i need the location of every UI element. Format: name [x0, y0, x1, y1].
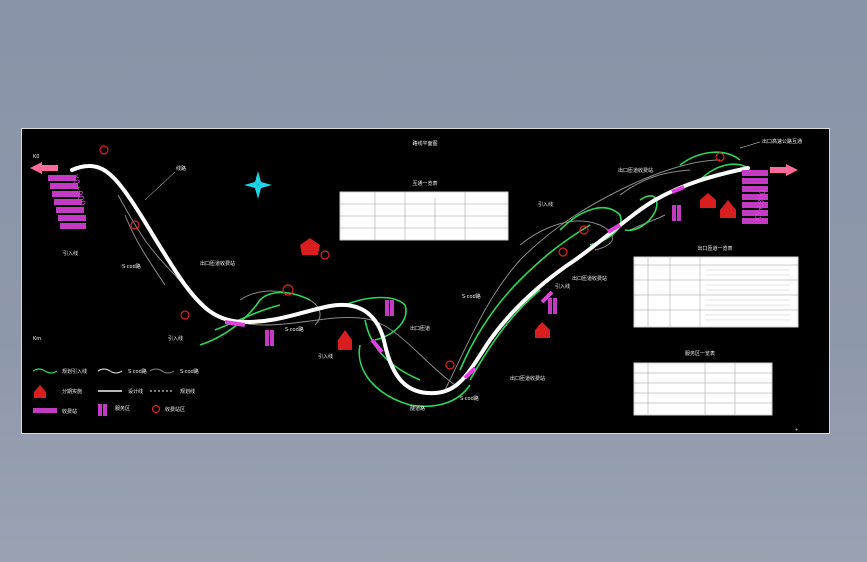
- bridge-label-3: 引入线: [318, 353, 333, 360]
- legend-swatch-1: [32, 368, 58, 374]
- compass-rose-icon: [244, 171, 272, 199]
- exit-ramp-table: 出口匝道一览表: [633, 245, 799, 328]
- end-building-block: [742, 170, 768, 224]
- start-arrow-label: K0: [33, 154, 39, 160]
- service-area-table: 服务区一览表: [633, 350, 773, 416]
- tollgate-icons: [300, 193, 736, 350]
- road-label-1-leader: [144, 171, 176, 201]
- start-building-block: [48, 175, 86, 229]
- legend-swatch-7: [33, 408, 57, 413]
- side-road-label-a: S·cod路: [122, 263, 141, 270]
- scale-label: Km: [33, 336, 41, 342]
- location-marker-icons: [99, 145, 725, 370]
- interchange-table: 互通一览表: [339, 180, 509, 241]
- legend-item-8: 服务区: [115, 405, 130, 412]
- building-icon: [98, 404, 107, 416]
- legend-item-2: S·cod路: [128, 368, 147, 375]
- cursor-mark: +: [795, 427, 798, 432]
- legend-item-4: 分期实施: [62, 388, 82, 395]
- interchange-label-3: 出口匝道收费站: [510, 375, 545, 382]
- legend-swatch-3: [149, 368, 175, 374]
- building-icons: [265, 205, 681, 346]
- start-arrow: [30, 162, 58, 174]
- interchange-label-2: 出口匝道: [410, 325, 430, 332]
- end-arrow: [770, 164, 798, 176]
- interchange-label-1: 出口匝道收费站: [200, 260, 235, 267]
- drawing-title: 路线平面图: [412, 140, 437, 147]
- legend-item-5: 设计线: [128, 388, 143, 395]
- legend-swatch-2: [97, 368, 123, 374]
- legend-item-7: 收费站: [62, 408, 77, 415]
- legend-item-9: 收费站区: [165, 406, 185, 413]
- table2-title: 出口匝道一览表: [697, 245, 732, 252]
- bridge-label-1: 引入线: [63, 250, 78, 257]
- bottom-road-label: 隧道路: [410, 405, 425, 412]
- bridge-label-2: 引入线: [168, 335, 183, 342]
- legend-item-6: 规划线: [180, 388, 195, 395]
- table3-title: 服务区一览表: [685, 350, 715, 357]
- interchange-label-5: 出口匝道收费站: [618, 167, 653, 174]
- top-right-junction-label: 出口高速公路互通: [762, 138, 802, 145]
- junction-leader: [739, 141, 761, 149]
- bridge-label-4: 引入线: [555, 283, 570, 290]
- bridge-label-5: 引入线: [538, 201, 553, 208]
- green-ramp-lines: [199, 151, 749, 408]
- legend: 规划引入线 S·cod路 S·cod路 分期实施 设计线 规划线 收费站 服务区…: [32, 368, 199, 416]
- grey-alternative-lines: [117, 159, 721, 391]
- location-marker-icon: [151, 404, 161, 414]
- staged-segments: [224, 185, 685, 380]
- legend-item-1: 规划引入线: [62, 368, 87, 375]
- table1-title: 互通一览表: [412, 180, 437, 187]
- main-road-line: [70, 164, 750, 396]
- interchange-label-4: 出口匝道收费站: [572, 275, 607, 282]
- tollgate-icon: [34, 385, 46, 398]
- side-road-label-d: S·cod路: [460, 395, 479, 402]
- side-road-label-b: S·cod路: [285, 326, 304, 333]
- road-label-1: 线路: [176, 165, 186, 172]
- side-road-label-c: S·cod路: [462, 293, 481, 300]
- legend-item-3: S·cod路: [180, 368, 199, 375]
